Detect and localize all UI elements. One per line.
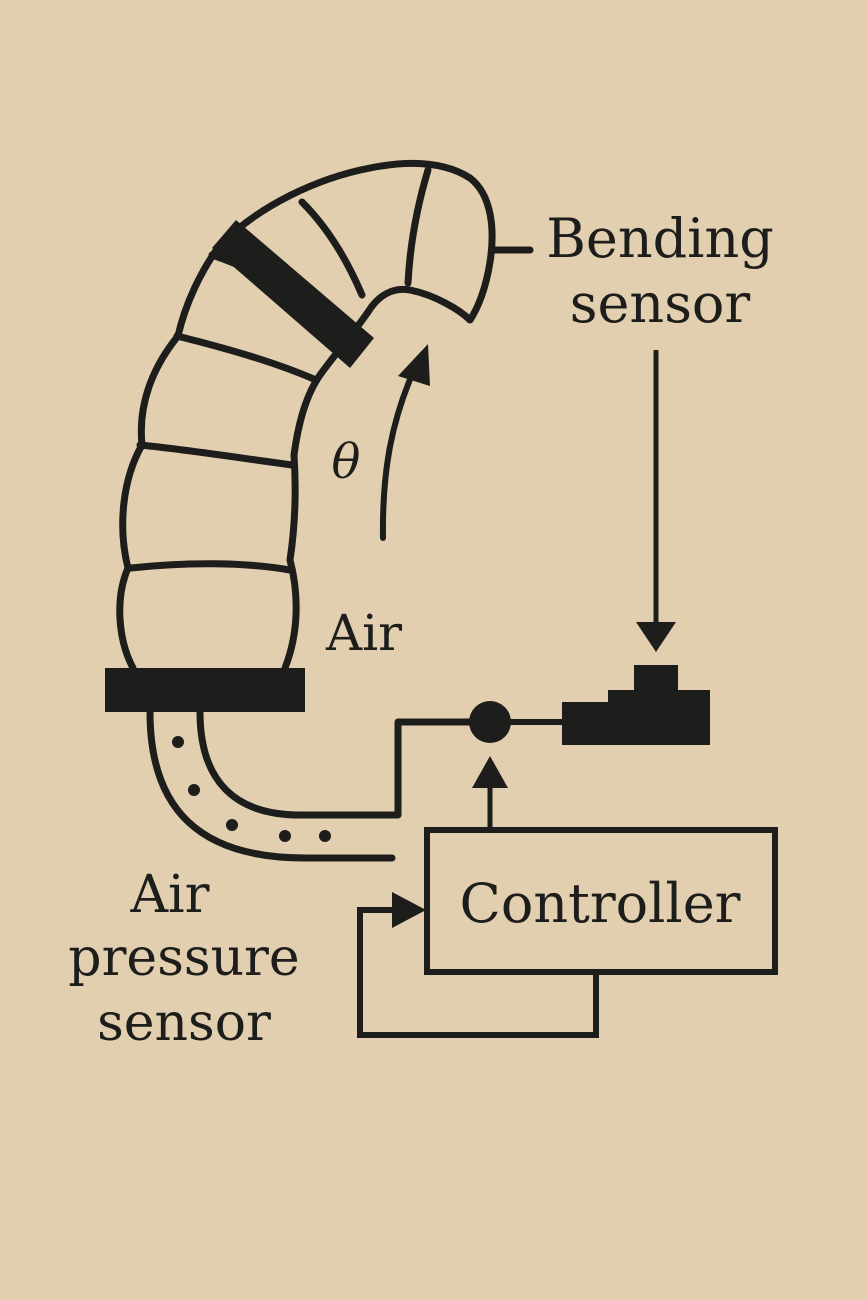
controller-box [424,827,778,975]
air-pressure-sensor-label-line3: sensor [97,993,271,1053]
tube-outer-wall [146,708,396,862]
bending-angle-arrowhead [398,344,430,386]
sensor-signal-arrowhead [636,622,676,652]
controller-label: Controller [460,872,741,935]
summing-junction [469,701,511,743]
valve-block [562,665,710,745]
air-tube [146,708,474,862]
feedback-loop-line [357,907,599,1038]
segment-line-5 [298,198,366,299]
air-dot [319,830,331,842]
segment-line-1 [127,560,294,574]
theta-label: θ [332,434,361,490]
actuator-outline [116,159,496,672]
air-pressure-sensor-label-line1: Air [129,865,209,925]
air-flow-dots [172,736,331,842]
air-pressure-sensor-label-line2: pressure [68,928,299,988]
air-label: Air [325,604,402,662]
bending-angle-arrow [379,367,417,541]
feedback-loop-arrowhead [392,892,426,928]
air-dot [172,736,184,748]
tube-inner-wall [196,708,474,819]
bending-sensor-label-line2: sensor [570,272,751,335]
segment-line-3 [173,332,320,384]
bending-sensor-label-line1: Bending [546,207,774,270]
air-dot [188,784,200,796]
base-plate [105,668,305,712]
air-dot [226,819,238,831]
segment-line-6 [404,166,432,287]
air-dot [279,830,291,842]
bending-sensor-band [212,220,374,368]
segment-line-2 [136,441,296,469]
controller-output-arrowhead [472,756,508,788]
